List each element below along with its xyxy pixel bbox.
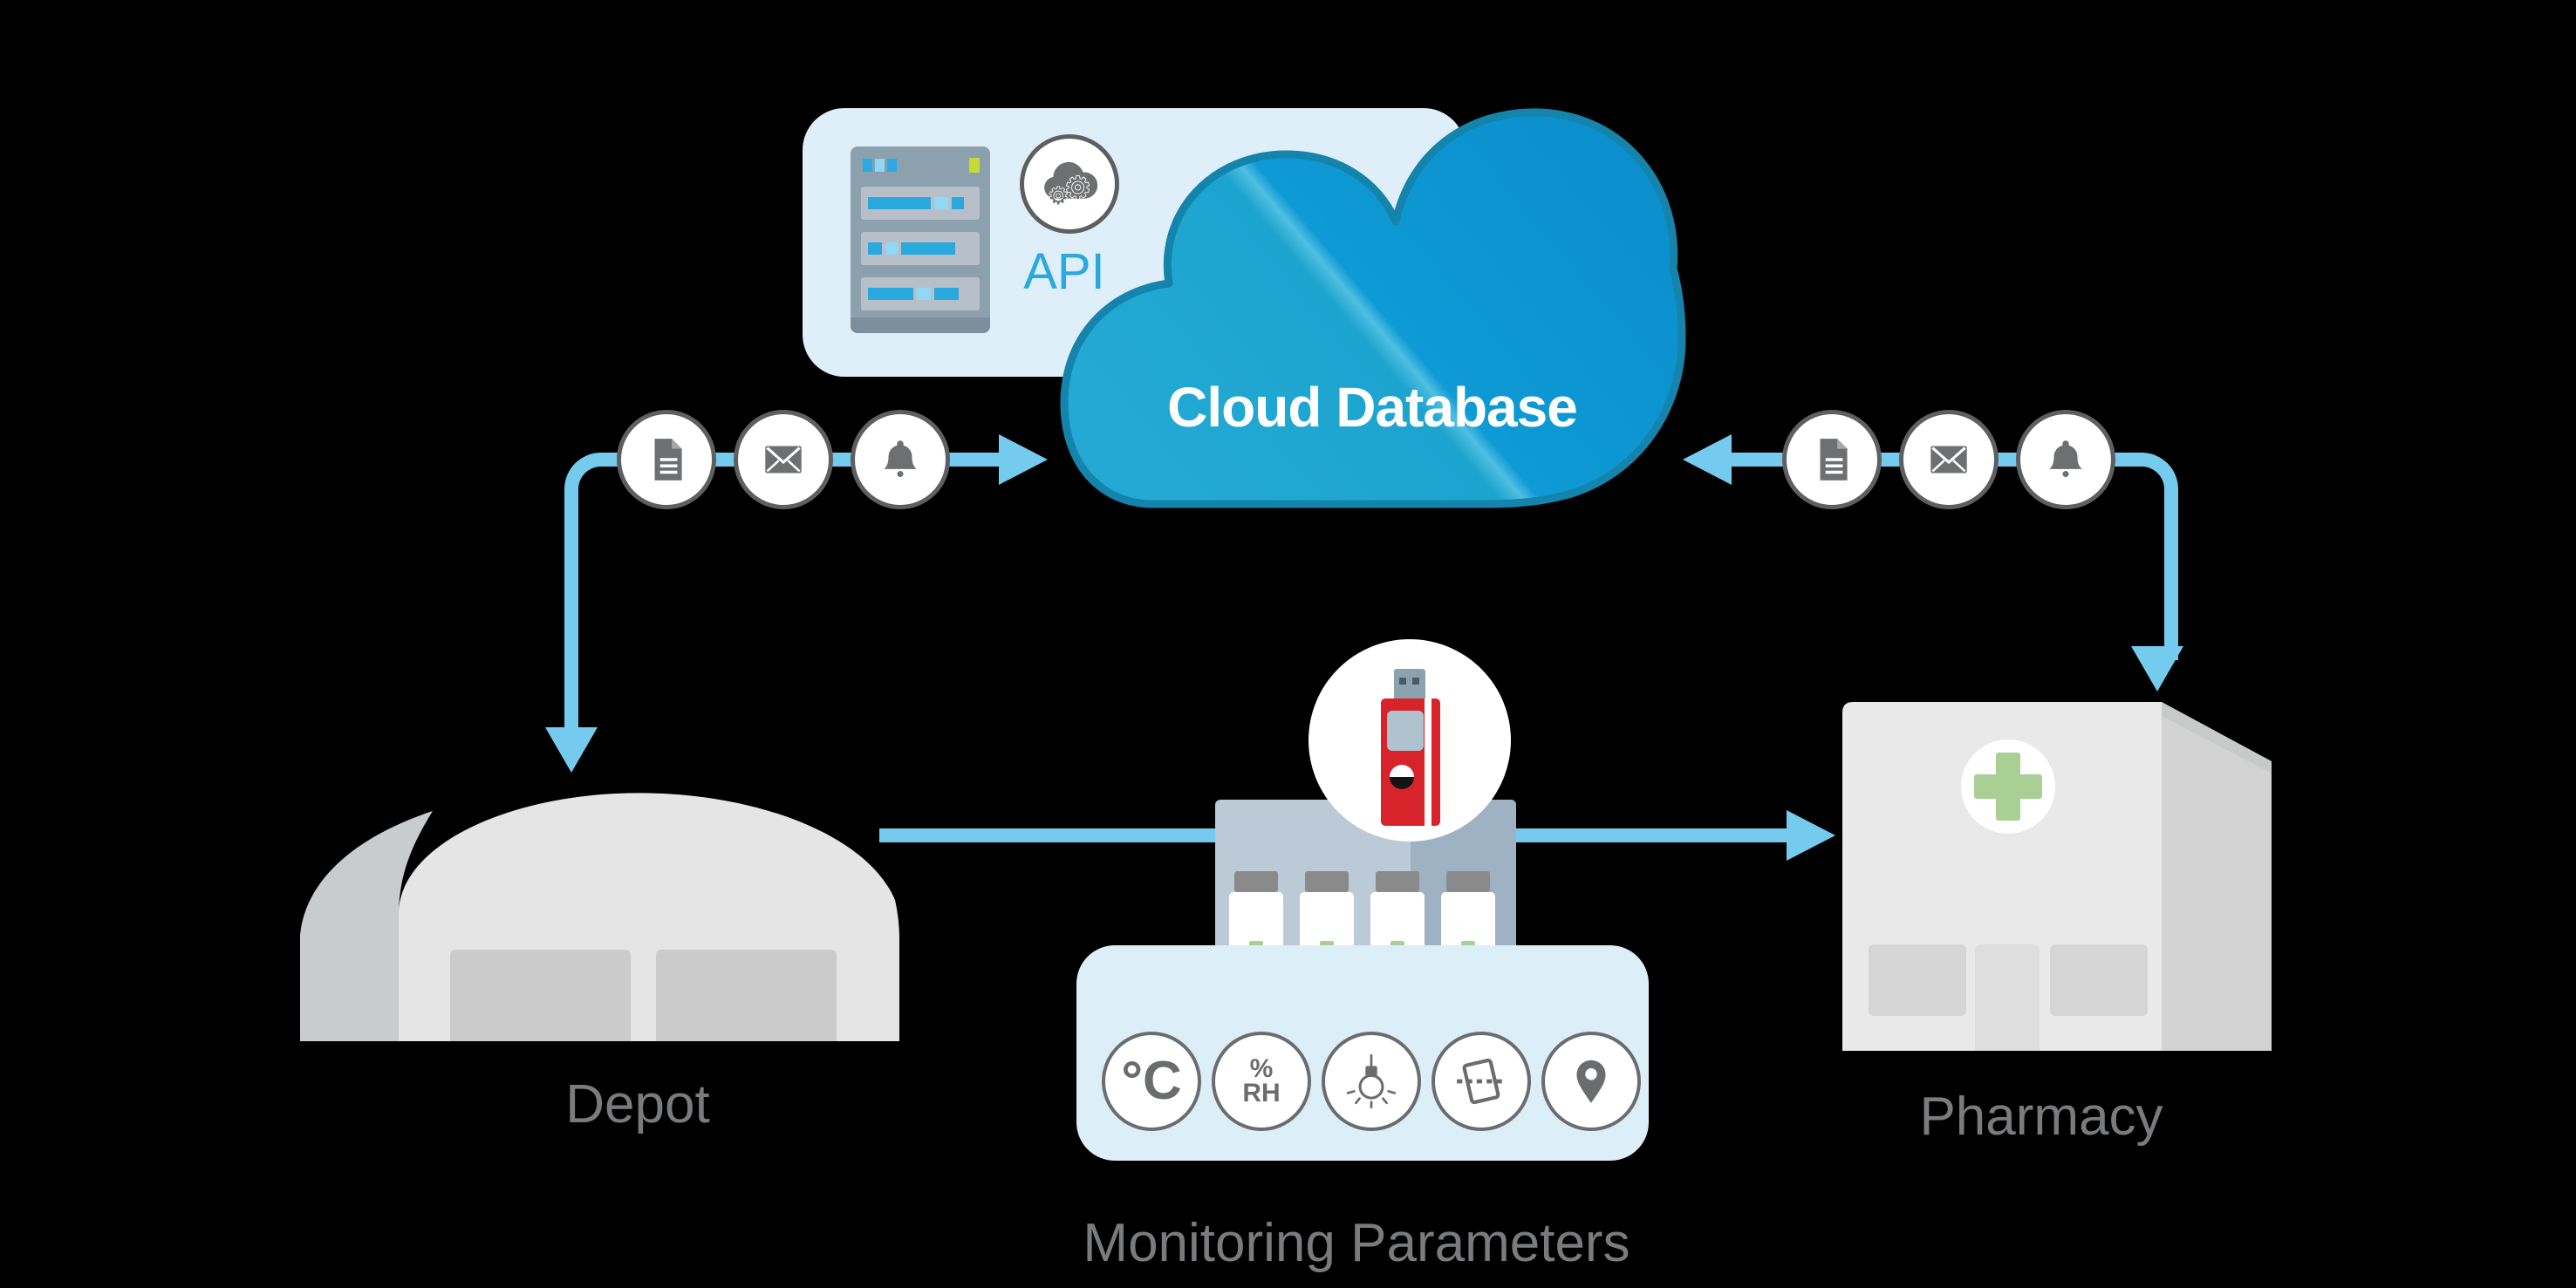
usb-data-logger-icon	[1381, 699, 1440, 826]
monitoring-parameters-label: Monitoring Parameters	[1083, 1213, 1630, 1273]
arrowhead-into-cloud-right	[1683, 434, 1732, 485]
data-logger-badge	[1308, 639, 1511, 842]
server-power-led	[969, 158, 980, 173]
depot-building	[300, 793, 899, 1041]
humidity-icon: % RH	[1212, 1032, 1311, 1131]
pharmacy-building	[1842, 702, 2272, 1051]
logger-display	[1387, 711, 1424, 751]
green-cross-icon	[1974, 753, 2042, 821]
server-icon	[851, 147, 990, 333]
depot-door	[450, 950, 631, 1041]
server-base	[851, 317, 990, 333]
light-icon	[1322, 1032, 1421, 1131]
email-icon	[1899, 410, 1999, 509]
pharmacy-window	[2050, 944, 2148, 1016]
server-drive-bay	[861, 277, 980, 310]
cloud-database-label: Cloud Database	[1167, 376, 1578, 439]
location-pin-icon	[1541, 1032, 1641, 1131]
cloud-gears-glyph: ⚙ ⚙	[1044, 161, 1098, 209]
api-label: API	[1023, 243, 1105, 300]
logger-status-indicator	[1390, 765, 1414, 789]
email-icon	[734, 410, 833, 509]
arrowhead-into-cloud-left	[999, 434, 1048, 485]
pharmacy-label: Pharmacy	[1919, 1087, 2163, 1147]
alarm-bell-icon	[2016, 410, 2115, 509]
api-cloud-gears-icon: ⚙ ⚙	[1020, 134, 1119, 234]
temperature-icon: °C	[1102, 1032, 1201, 1131]
tilt-icon	[1431, 1032, 1531, 1131]
usb-connector	[1394, 669, 1425, 699]
arrowhead-into-depot	[545, 727, 598, 773]
svg-text:⚙: ⚙	[1064, 171, 1092, 207]
server-drive-bay	[861, 232, 980, 265]
svg-text:⚙: ⚙	[1048, 183, 1069, 209]
pharmacy-door	[1975, 944, 2040, 1051]
document-icon	[617, 410, 716, 509]
alarm-bell-icon	[851, 410, 950, 509]
pharmacy-window	[1869, 944, 1966, 1016]
arrowhead-into-pharmacy	[2131, 646, 2183, 692]
cloud-database-shape	[1060, 108, 1686, 508]
depot-door	[656, 950, 837, 1041]
depot-label: Depot	[565, 1074, 710, 1135]
server-drive-bay	[861, 187, 980, 220]
arrowhead-into-pharmacy-right	[1787, 810, 1835, 861]
document-icon	[1782, 410, 1882, 509]
